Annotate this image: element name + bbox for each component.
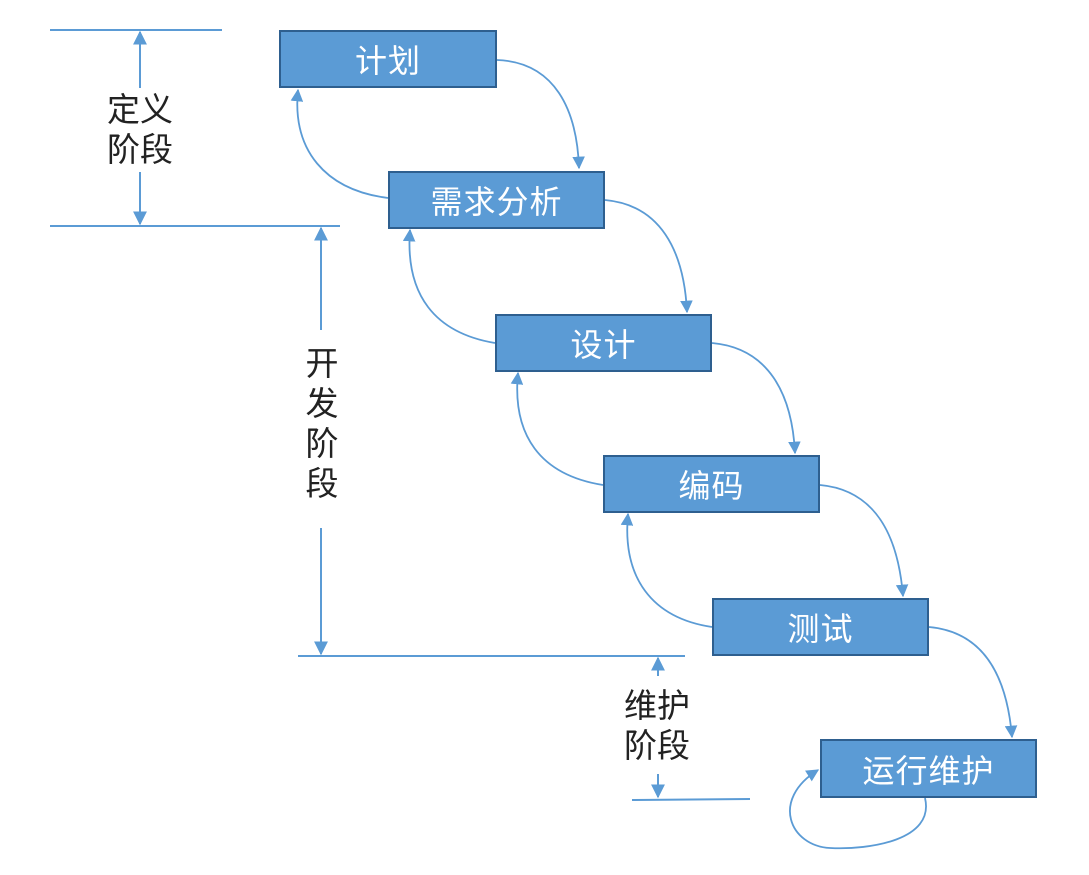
feedback-arrow-design-to-requirements — [402, 228, 496, 344]
phase-label-definition: 定义 阶段 — [100, 88, 180, 172]
flow-arrow-design-to-coding — [711, 342, 801, 455]
feedback-arrow-testing-to-coding — [620, 512, 713, 628]
stage-coding: 编码 — [603, 455, 820, 513]
stage-requirements: 需求分析 — [388, 171, 605, 229]
flow-arrow-testing-to-maintenance — [928, 626, 1018, 739]
phase-label-maintenance: 维护 阶段 — [614, 684, 700, 768]
flow-arrow-coding-to-testing — [819, 484, 909, 598]
phase-label-development: 开 发 阶 段 — [300, 342, 344, 506]
flow-arrow-requirements-to-design — [604, 199, 693, 314]
stage-testing-label: 测试 — [787, 610, 854, 648]
stage-requirements-label: 需求分析 — [430, 183, 563, 221]
stage-design-label: 设计 — [570, 326, 637, 364]
feedback-arrow-requirements-to-plan — [290, 88, 389, 199]
phase-boundary-line — [631, 798, 751, 801]
flow-arrow-plan-to-requirements — [496, 59, 585, 170]
stage-testing: 测试 — [712, 598, 929, 656]
stage-design: 设计 — [495, 314, 712, 372]
self-loop-arrow-maintenance — [789, 769, 927, 850]
stage-maintenance: 运行维护 — [820, 739, 1037, 798]
stage-plan: 计划 — [279, 30, 497, 88]
stage-maintenance-label: 运行维护 — [862, 751, 995, 790]
stage-plan-label: 计划 — [354, 42, 421, 80]
stage-coding-label: 编码 — [678, 467, 745, 505]
feedback-arrow-coding-to-design — [510, 371, 604, 486]
